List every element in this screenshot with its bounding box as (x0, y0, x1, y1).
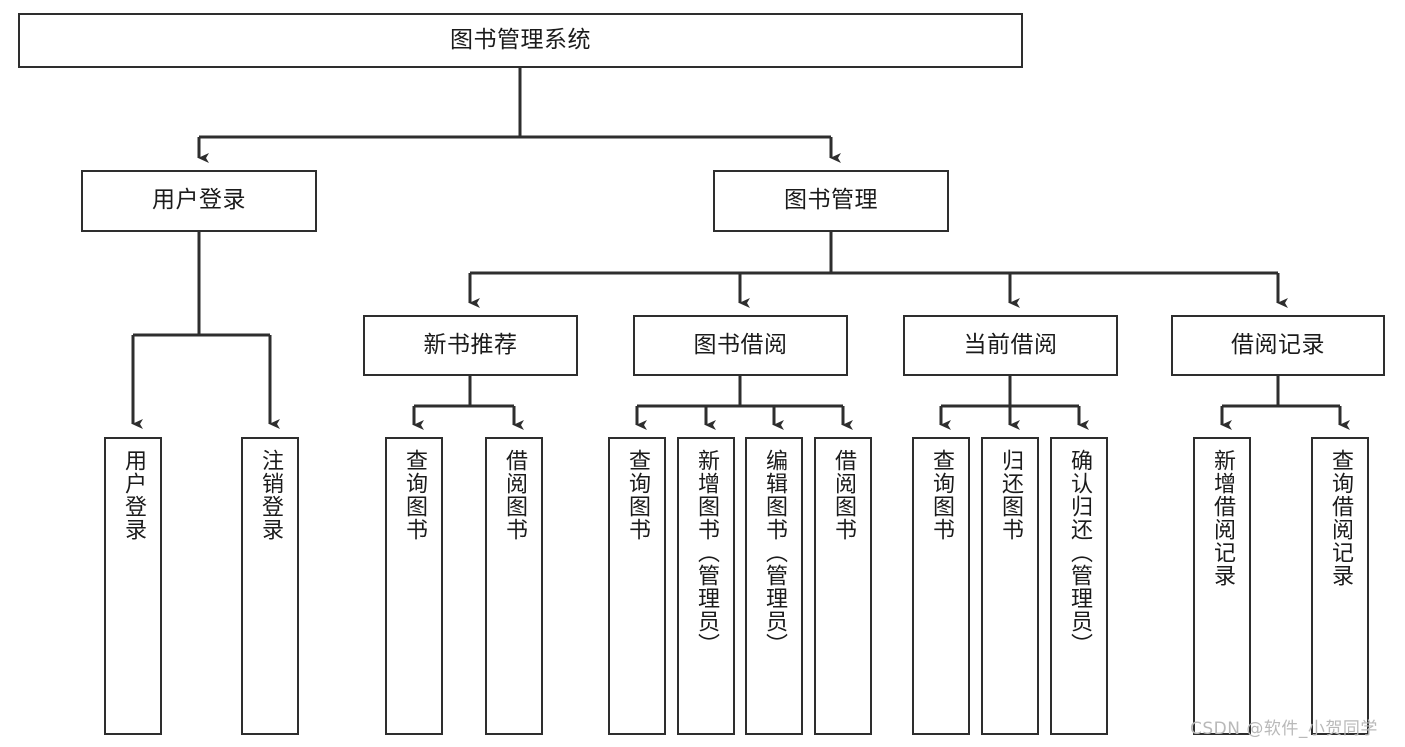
csdn-watermark: CSDN @软件_小贺同学 (1190, 719, 1378, 739)
node-label: 图书借阅 (693, 331, 788, 358)
node-label: 确认归还（管理员） (1066, 449, 1092, 656)
node-label: 借阅图书 (501, 449, 527, 541)
leaf-query-book-new[interactable]: 查询图书 (385, 437, 443, 735)
leaf-logout[interactable]: 注销登录 (241, 437, 299, 735)
node-book-management[interactable]: 图书管理 (713, 170, 949, 232)
node-new-book-recommend[interactable]: 新书推荐 (363, 315, 578, 376)
node-label: 借阅图书 (830, 449, 856, 541)
leaf-add-borrow-record[interactable]: 新增借阅记录 (1193, 437, 1251, 735)
node-label: 查询借阅记录 (1327, 449, 1353, 587)
node-user-login[interactable]: 用户登录 (81, 170, 317, 232)
leaf-borrow-book-new[interactable]: 借阅图书 (485, 437, 543, 735)
node-label: 新增图书（管理员） (693, 449, 719, 656)
node-label: 当前借阅 (963, 331, 1058, 358)
leaf-query-borrow-record[interactable]: 查询借阅记录 (1311, 437, 1369, 735)
node-borrow-record[interactable]: 借阅记录 (1171, 315, 1385, 376)
leaf-query-book-current[interactable]: 查询图书 (912, 437, 970, 735)
node-label: 注销登录 (257, 449, 283, 541)
leaf-add-book-admin[interactable]: 新增图书（管理员） (677, 437, 735, 735)
node-label: 新书推荐 (423, 331, 518, 358)
node-label: 图书管理系统 (450, 26, 591, 53)
node-label: 借阅记录 (1231, 331, 1325, 358)
leaf-query-book-borrow[interactable]: 查询图书 (608, 437, 666, 735)
node-label: 编辑图书（管理员） (761, 449, 787, 656)
node-root-system[interactable]: 图书管理系统 (18, 13, 1023, 68)
leaf-borrow-book[interactable]: 借阅图书 (814, 437, 872, 735)
node-label: 归还图书 (997, 449, 1023, 541)
leaf-confirm-return-admin[interactable]: 确认归还（管理员） (1050, 437, 1108, 735)
node-current-borrow[interactable]: 当前借阅 (903, 315, 1118, 376)
leaf-return-book[interactable]: 归还图书 (981, 437, 1039, 735)
node-label: 图书管理 (784, 187, 878, 214)
node-label: 用户登录 (152, 187, 246, 214)
node-book-borrow[interactable]: 图书借阅 (633, 315, 848, 376)
leaf-edit-book-admin[interactable]: 编辑图书（管理员） (745, 437, 803, 735)
node-label: 查询图书 (928, 449, 954, 541)
node-label: 用户登录 (120, 449, 146, 541)
node-label: 查询图书 (624, 449, 650, 541)
node-label: 查询图书 (401, 449, 427, 541)
leaf-user-login[interactable]: 用户登录 (104, 437, 162, 735)
node-label: 新增借阅记录 (1209, 449, 1235, 587)
